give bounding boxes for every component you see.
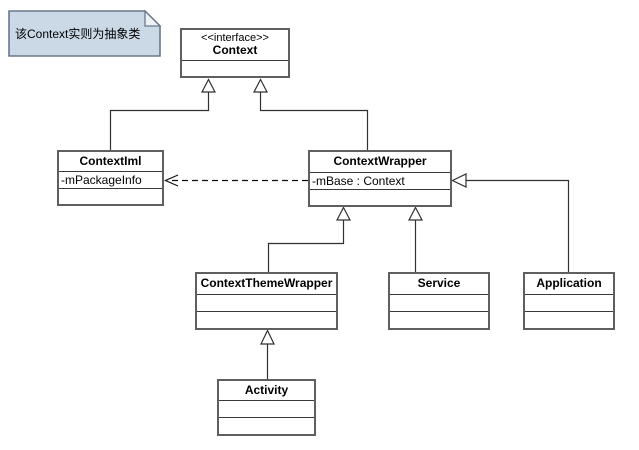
class-name: Activity [244, 382, 289, 397]
note-text: 该Context实则为抽象类 [15, 27, 141, 41]
empty-compartment [182, 60, 288, 76]
class-name: Service [417, 276, 461, 291]
attribute-mbase: -mBase : Context [310, 172, 450, 189]
generalization-activity-to-contextthemewrapper [260, 329, 275, 379]
class-name: ContextThemeWrapper [200, 276, 333, 291]
class-title: <<interface>> Context [182, 30, 288, 60]
hollow-triangle-arrowhead [408, 206, 423, 221]
class-box-activity: Activity [217, 379, 316, 436]
generalization-service-to-contextwrapper [408, 206, 423, 272]
operations-compartment [197, 311, 336, 328]
hollow-triangle-arrowhead [451, 173, 467, 188]
class-box-service: Service [388, 272, 490, 330]
operations-compartment [219, 417, 314, 434]
hollow-triangle-arrowhead [336, 206, 351, 221]
class-name: Application [536, 276, 602, 291]
class-box-contextwrapper: ContextWrapper -mBase : Context [308, 150, 452, 207]
attributes-compartment [219, 400, 314, 417]
hollow-triangle-arrowhead [201, 78, 216, 93]
note-annotation [8, 10, 161, 57]
operations-compartment [390, 311, 488, 328]
generalization-contextthemewrapper-to-contextwrapper [267, 206, 351, 272]
attributes-compartment [197, 294, 336, 311]
note-shape [8, 10, 161, 57]
hollow-triangle-arrowhead [260, 329, 275, 345]
note-fold-corner [144, 10, 161, 27]
open-arrowhead [164, 174, 179, 187]
attribute-mpackageinfo: -mPackageInfo [59, 171, 162, 188]
generalization-application-to-contextwrapper [451, 173, 570, 272]
operations-compartment [525, 311, 613, 328]
generalization-contextwrapper-to-context [253, 78, 369, 150]
generalization-contextiml-to-context [109, 78, 216, 150]
dependency-contextwrapper-to-contextiml [164, 174, 308, 187]
class-box-application: Application [523, 272, 615, 330]
hollow-triangle-arrowhead [253, 78, 268, 93]
attributes-compartment [390, 294, 488, 311]
class-box-context: <<interface>> Context [180, 28, 290, 78]
attributes-compartment [525, 294, 613, 311]
class-name: ContextWrapper [333, 154, 427, 169]
operations-compartment [59, 188, 162, 204]
class-box-contextiml: ContextIml -mPackageInfo [57, 150, 164, 206]
class-box-contextthemewrapper: ContextThemeWrapper [195, 272, 338, 330]
class-name: Context [212, 43, 258, 58]
operations-compartment [310, 189, 450, 205]
class-name: ContextIml [79, 153, 142, 168]
stereotype-label: <<interface>> [201, 31, 269, 44]
